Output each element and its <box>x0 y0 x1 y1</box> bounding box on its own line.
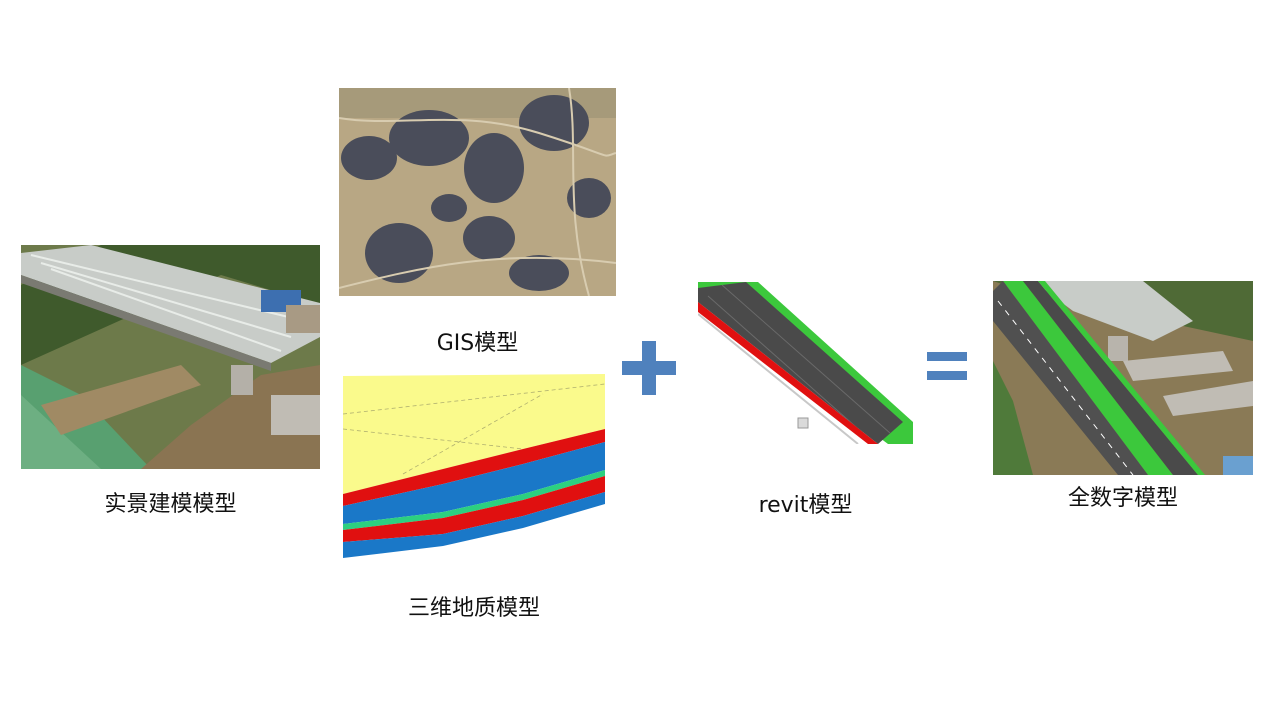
plus-icon <box>622 341 676 395</box>
revit-caption: revit模型 <box>758 493 853 518</box>
gis-model-image <box>339 88 616 296</box>
geology-caption: 三维地质模型 <box>407 596 540 621</box>
realscene-model-image <box>21 245 320 469</box>
gis-caption: GIS模型 <box>436 331 519 356</box>
fulldigital-caption: 全数字模型 <box>1067 486 1178 511</box>
fulldigital-model-image <box>993 281 1253 475</box>
equals-icon <box>927 352 967 380</box>
realscene-caption: 实景建模模型 <box>104 492 237 517</box>
geology-model-image <box>343 374 605 558</box>
revit-model-image <box>698 282 913 444</box>
